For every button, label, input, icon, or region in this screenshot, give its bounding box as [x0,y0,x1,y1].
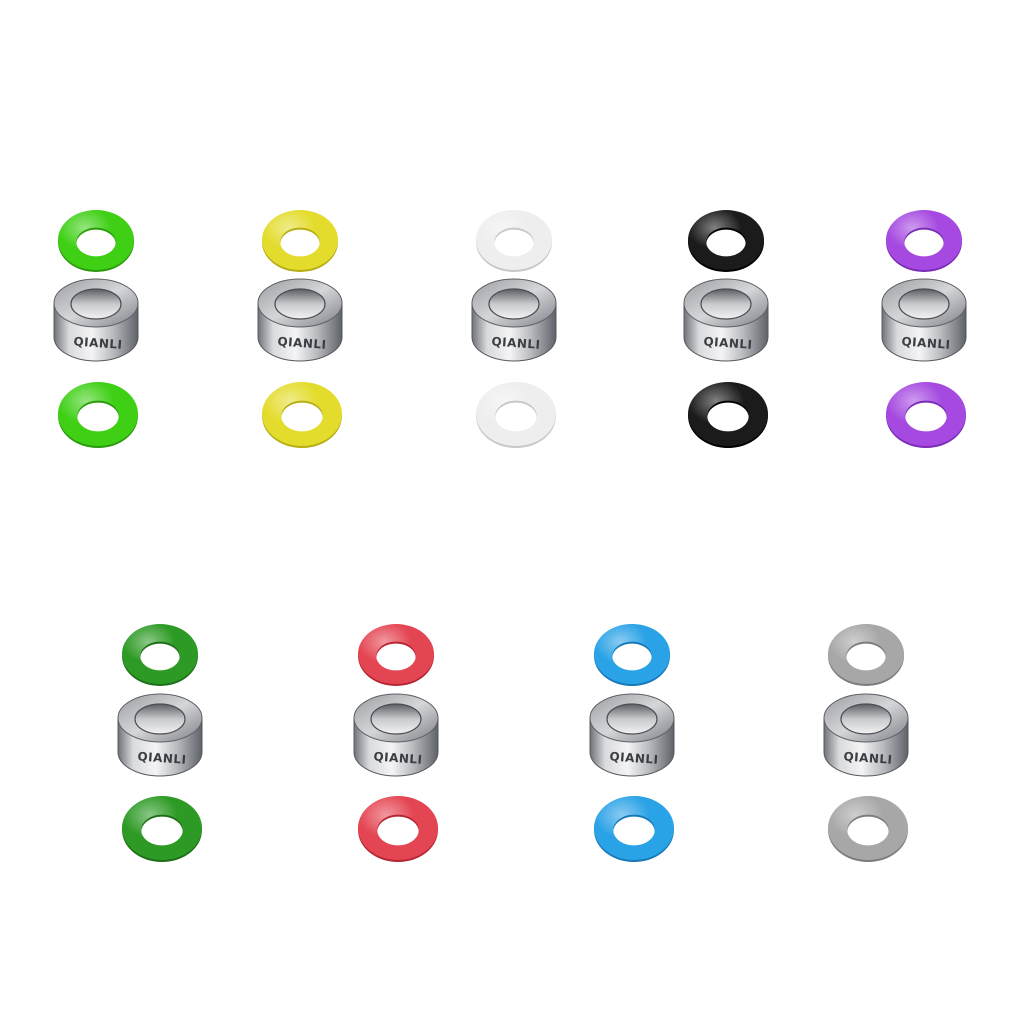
kit-gray: QIANLI [823,624,909,862]
kit-red: QIANLI [353,624,439,862]
steel-sleeve: QIANLI [589,693,675,777]
steel-sleeve: QIANLI [471,278,557,362]
steel-sleeve: QIANLI [683,278,769,362]
kit-dark-green: QIANLI [117,624,203,862]
oring-black-top [688,210,764,272]
oring-gray-bottom [828,796,908,862]
oring-white-top [476,210,552,272]
brand-engraving: QIANLI [843,749,893,766]
brand-engraving: QIANLI [901,334,951,351]
oring-dark-green-bottom [122,796,202,862]
oring-blue-top [594,623,670,687]
steel-sleeve: QIANLI [257,278,343,362]
oring-purple-top [886,210,962,272]
kit-purple: QIANLI [881,210,967,448]
brand-engraving: QIANLI [373,749,423,766]
brand-engraving: QIANLI [703,334,753,351]
brand-engraving: QIANLI [491,334,541,351]
oring-blue-bottom [594,796,674,862]
oring-green-top [58,210,134,272]
steel-sleeve: QIANLI [353,693,439,777]
oring-dark-green-top [122,624,198,686]
brand-engraving: QIANLI [277,334,327,351]
oring-red-top [358,624,434,686]
kit-blue: QIANLI [589,623,675,862]
kit-green: QIANLI [53,210,139,448]
kit-black: QIANLI [683,210,769,448]
oring-white-bottom [476,382,556,448]
oring-black-bottom [688,382,768,448]
brand-engraving: QIANLI [73,334,123,351]
kit-yellow: QIANLI [257,210,343,448]
brand-engraving: QIANLI [609,749,659,766]
oring-red-bottom [358,796,438,862]
brand-engraving: QIANLI [137,749,187,766]
oring-purple-bottom [886,382,966,448]
kit-white: QIANLI [471,210,557,448]
oring-green-bottom [58,382,138,448]
oring-gray-top [828,624,904,686]
steel-sleeve: QIANLI [881,278,967,362]
oring-yellow-top [262,210,338,272]
oring-yellow-bottom [262,382,342,448]
steel-sleeve: QIANLI [117,693,203,777]
steel-sleeve: QIANLI [53,278,139,362]
steel-sleeve: QIANLI [823,693,909,777]
